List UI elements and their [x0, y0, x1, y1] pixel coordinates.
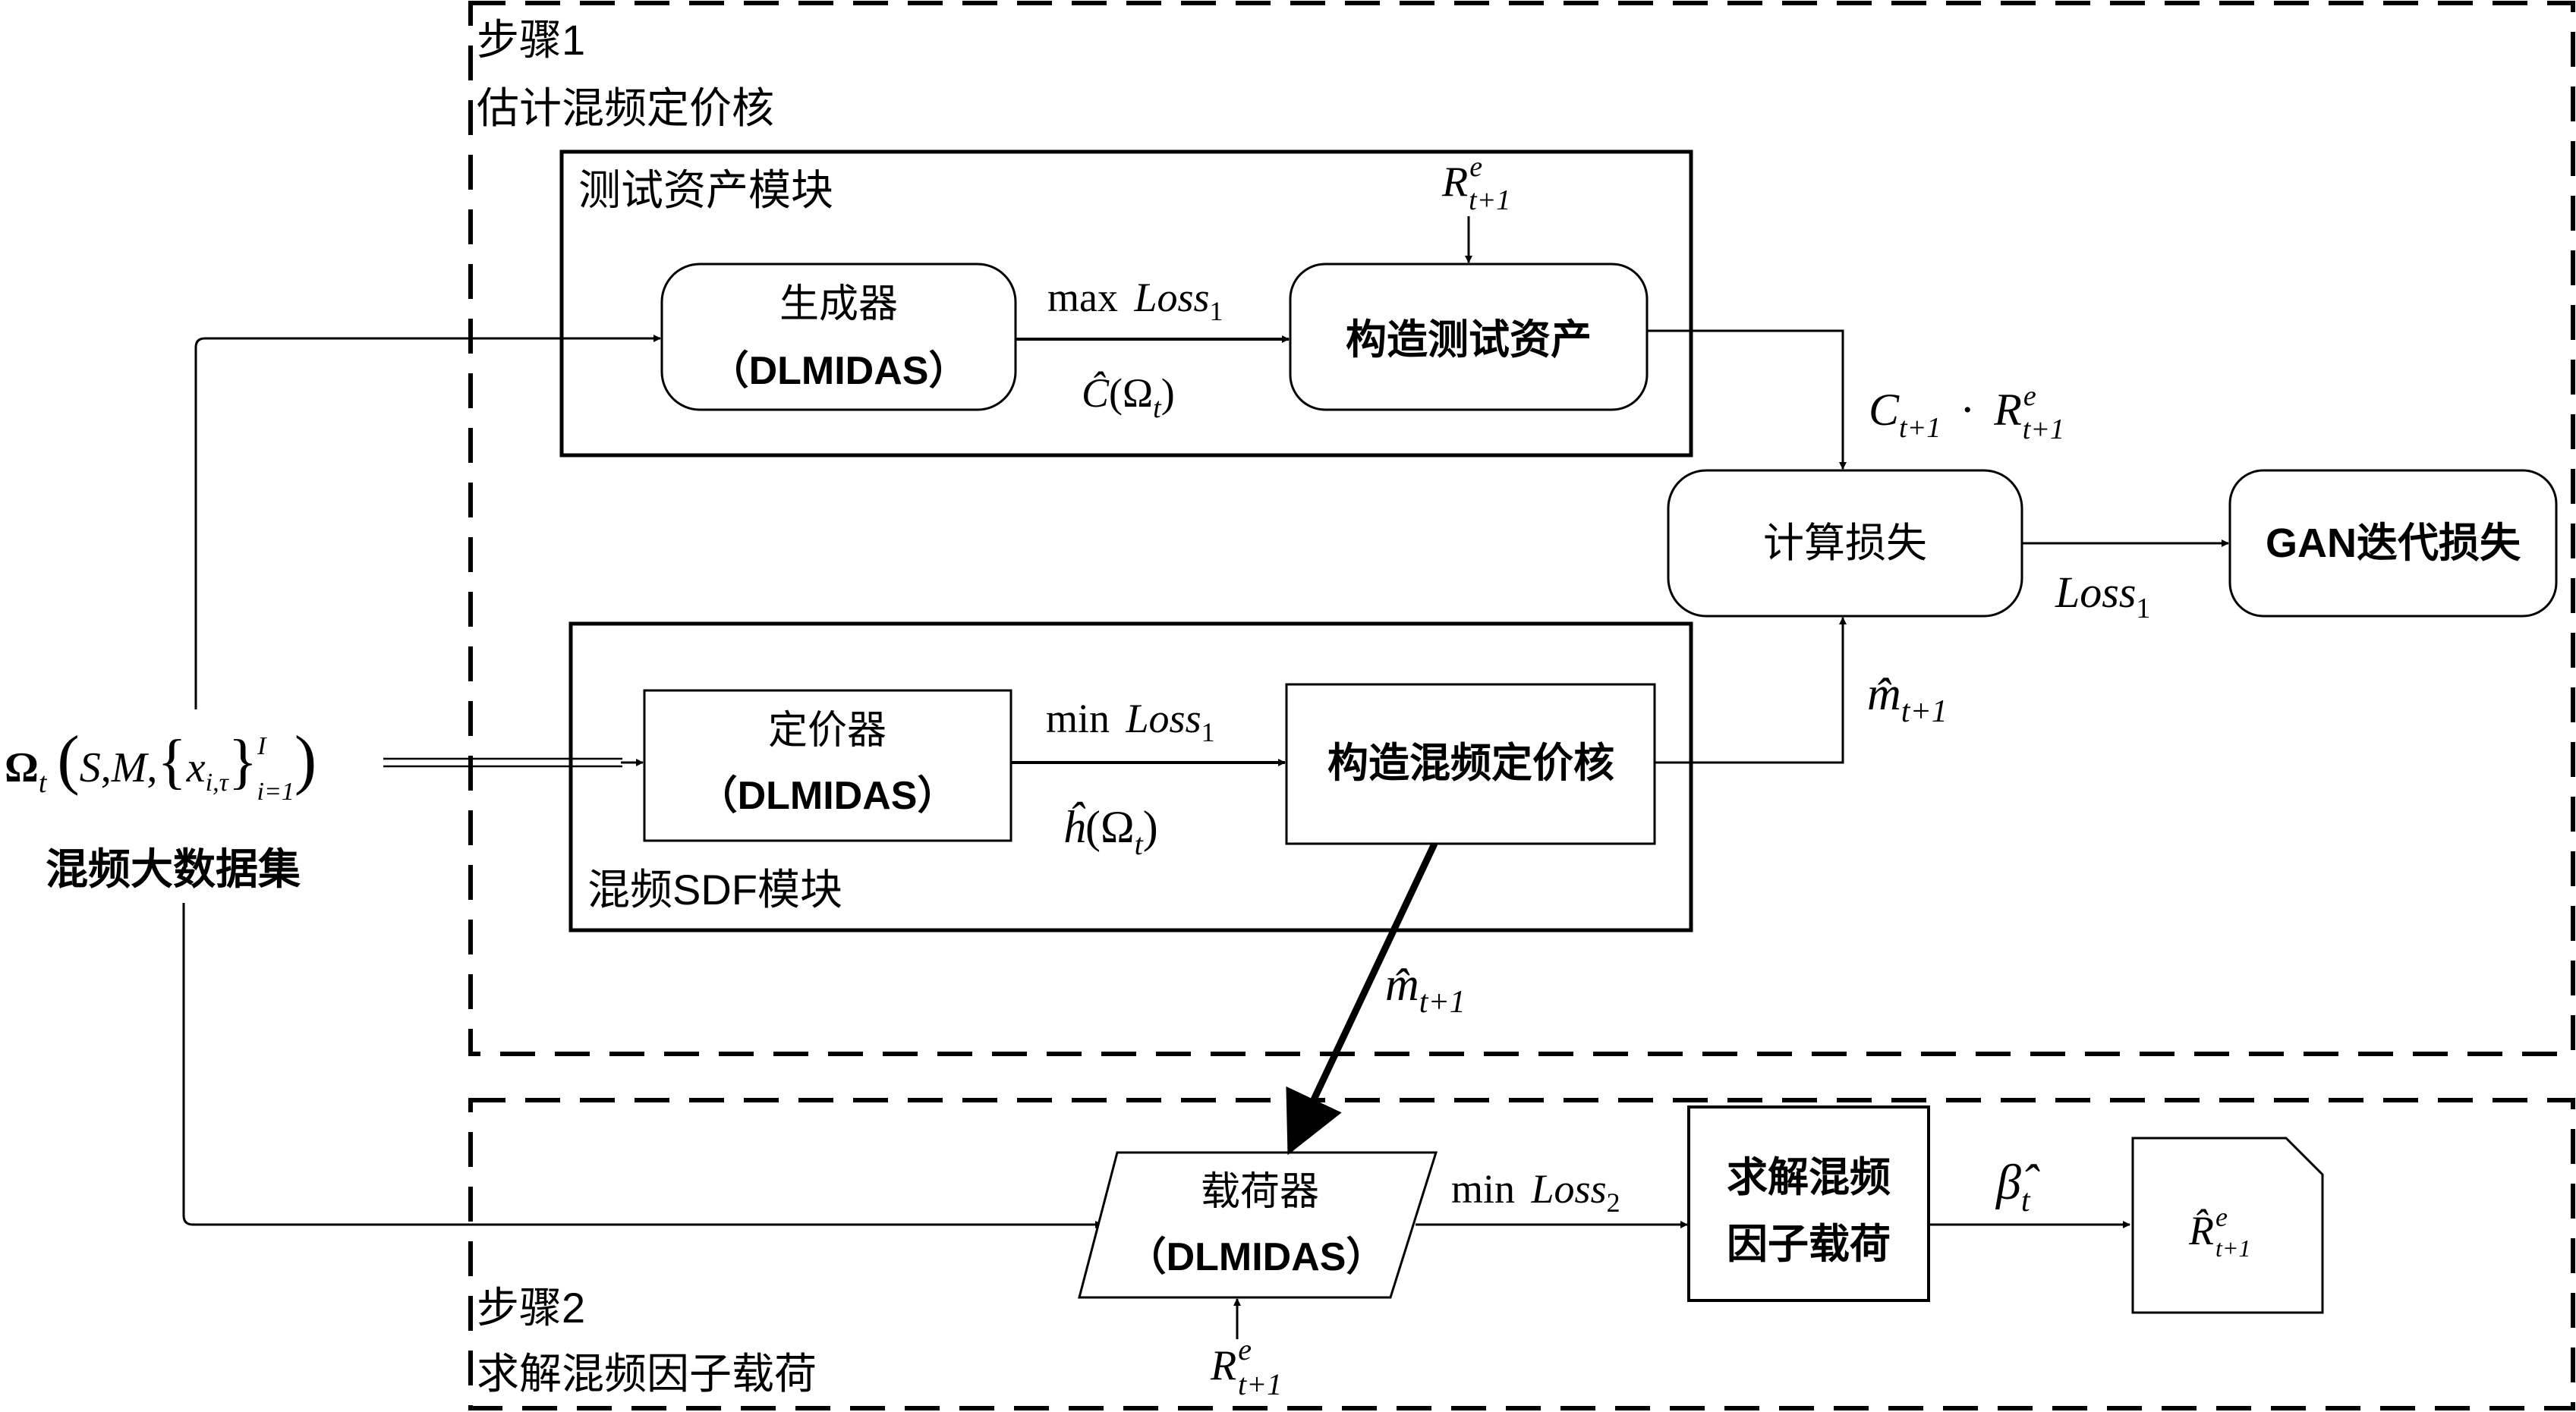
label-beta-hat: β̂t	[1995, 1155, 2040, 1219]
arrow-dataset-to-generator	[194, 335, 661, 709]
pricer-box	[643, 689, 1012, 842]
generator-box	[660, 263, 1017, 411]
construct-test-asset-label: 构造测试资产	[1346, 317, 1592, 363]
step1-container	[468, 1, 2575, 1056]
arrow-dataset-to-loader	[182, 903, 1103, 1228]
label-min-loss2: min Loss2	[1451, 1166, 1620, 1218]
step2-container	[468, 1098, 2575, 1410]
gan-loss-label: GAN迭代损失	[2266, 520, 2521, 566]
step1-title: 步骤1	[477, 16, 585, 64]
generator-label: 生成器	[779, 282, 898, 326]
compute-loss-label: 计算损失	[1763, 520, 1927, 566]
test-asset-module-label: 测试资产模块	[578, 166, 833, 214]
loader-label: 载荷器	[1201, 1170, 1319, 1214]
construct-test-asset-box	[1289, 263, 1649, 411]
output-document-box	[2131, 1137, 2324, 1314]
label-max-loss1: max Loss1	[1047, 275, 1223, 326]
dataset-label: 混频大数据集	[46, 845, 301, 893]
sdf-module	[568, 621, 1693, 932]
arrow-sdf-to-loader	[1286, 842, 1438, 1156]
step2-subtitle: 求解混频因子载荷	[477, 1350, 817, 1398]
solve-loading-box	[1687, 1105, 1930, 1302]
label-c-hat-omega: Ĉ(Ωt)	[1082, 370, 1175, 424]
solve-loading-label: 求解混频	[1727, 1155, 1891, 1200]
label-min-loss1: min Loss1	[1046, 696, 1215, 747]
test-asset-module	[559, 149, 1693, 458]
step1-subtitle: 估计混频定价核	[477, 84, 774, 132]
construct-sdf-label: 构造混频定价核	[1327, 741, 1614, 786]
loader-sublabel: （DLMIDAS）	[1127, 1235, 1386, 1279]
label-loss1-right: Loss1	[2055, 568, 2150, 624]
arrow-sdf-to-loss	[1655, 617, 1847, 764]
generator-sublabel: （DLMIDAS）	[710, 349, 968, 393]
label-m-hat-center: m̂t+1	[1385, 959, 1466, 1020]
construct-sdf-box	[1285, 683, 1656, 845]
label-m-hat-right: m̂t+1	[1867, 668, 1948, 729]
gan-loss-box	[2228, 469, 2558, 618]
pricer-sublabel: （DLMIDAS）	[698, 774, 957, 818]
solve-loading-sublabel: 因子载荷	[1727, 1222, 1891, 1267]
sdf-module-label: 混频SDF模块	[587, 866, 842, 914]
label-h-hat-omega: ĥ(Ωt)	[1063, 802, 1158, 861]
arrow-test-asset-to-loss	[1647, 329, 1847, 470]
pricer-label: 定价器	[768, 709, 886, 753]
step2-title: 步骤2	[477, 1284, 585, 1332]
